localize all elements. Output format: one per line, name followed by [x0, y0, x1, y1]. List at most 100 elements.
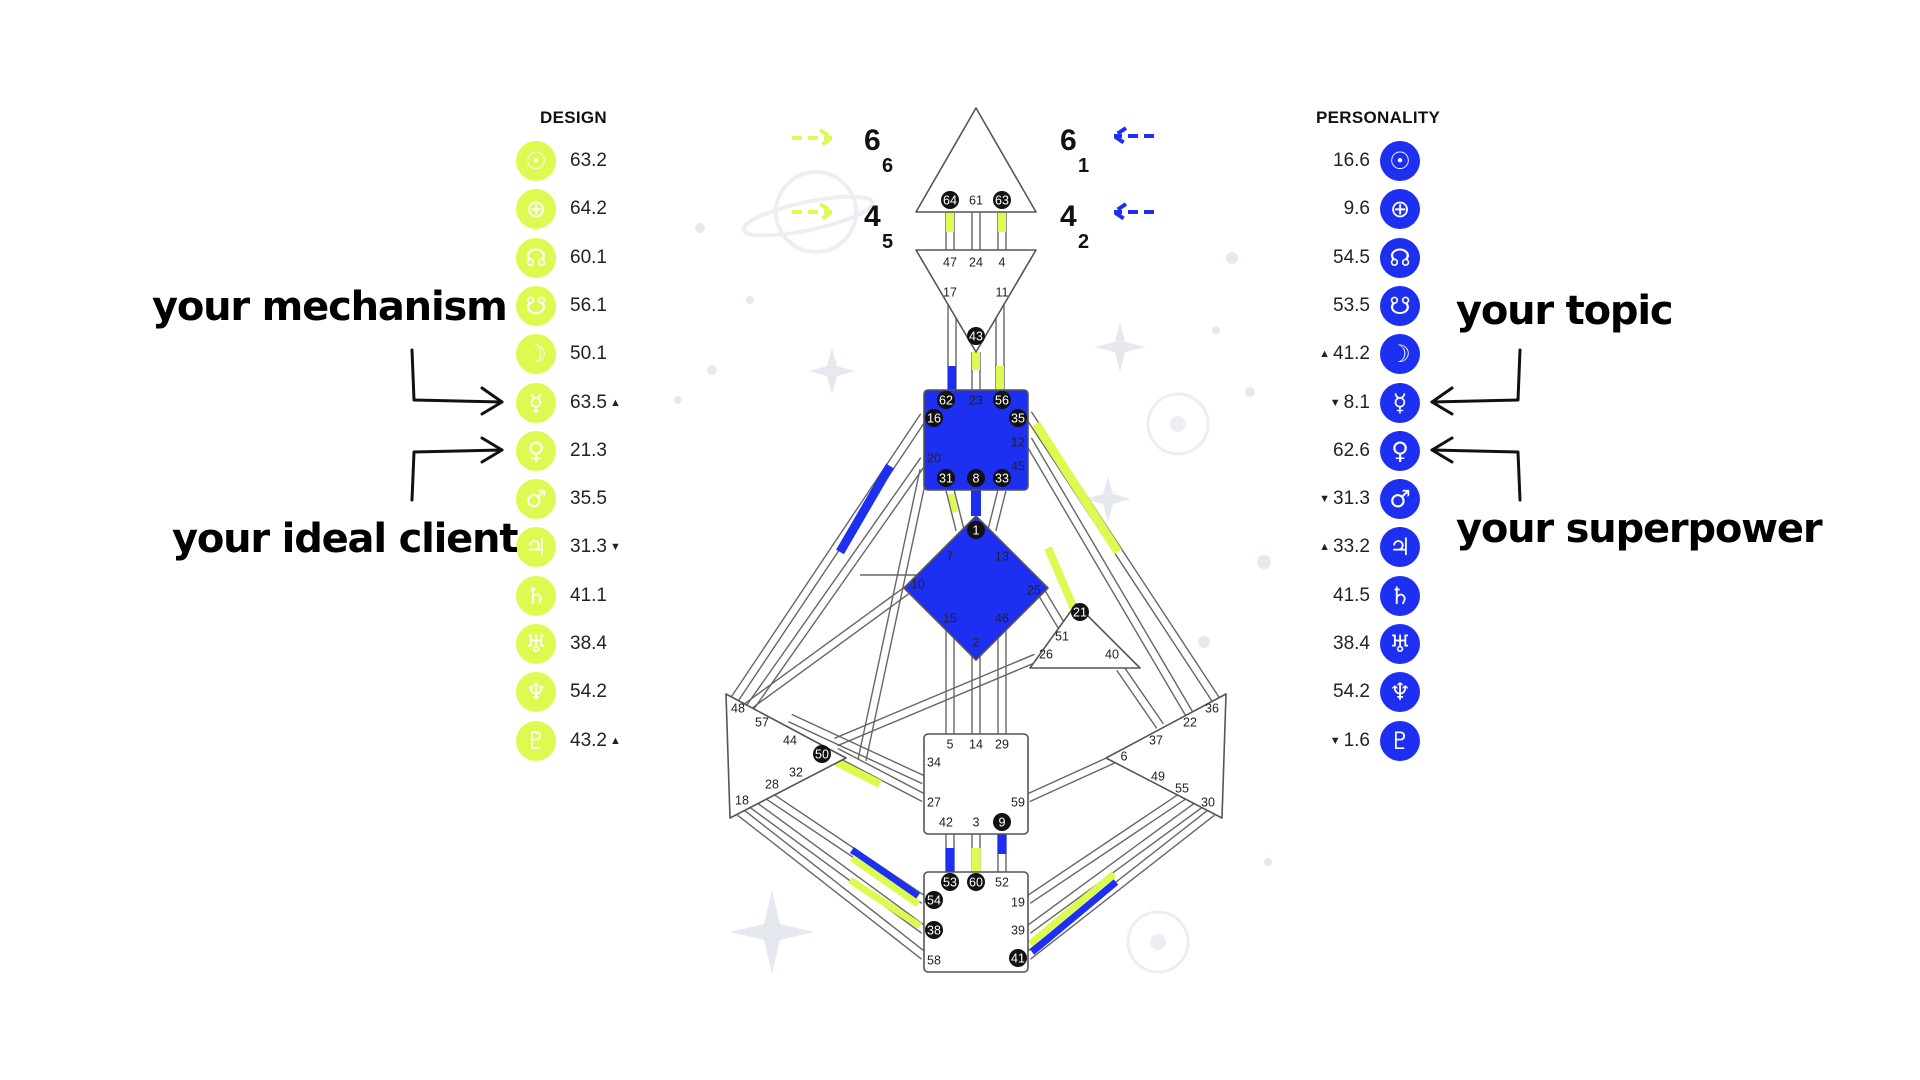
gate-line-value: 38.4 [1333, 633, 1370, 654]
gate-label: 9 [999, 816, 1006, 830]
channel-50-activation [834, 758, 882, 788]
gate-label: 35 [1011, 412, 1025, 426]
gate-line-value: 54.2 [570, 681, 607, 703]
callout-superpower: your superpower [1456, 506, 1823, 552]
gate-line-value: 63.5 [570, 391, 607, 413]
personality-row-south-node: 53.5 ☋ [1270, 285, 1420, 326]
gate-label: 22 [1183, 716, 1197, 730]
gate-line-value: 63.2 [570, 150, 607, 171]
gate-label: 23 [969, 394, 983, 408]
neptune-icon: ♆ [1380, 672, 1420, 713]
channel-16-48 [726, 413, 922, 705]
active-gate-marker [813, 745, 831, 763]
active-gate-marker [925, 891, 943, 909]
gate-label: 59 [1011, 796, 1025, 810]
earth-icon: ⊕ [1380, 189, 1420, 230]
gate-label: 63 [995, 194, 1009, 208]
gate-label: 49 [1151, 770, 1165, 784]
personality-bottom-arrow [1110, 202, 1154, 222]
gate-label: 51 [1055, 630, 1069, 644]
personality-row-pluto: ▼1.6♇ [1270, 720, 1420, 761]
channel-59-6 [1029, 761, 1118, 803]
venus-icon: ♀ [1380, 430, 1420, 471]
solar-plexus-center [1105, 693, 1227, 819]
gate-label: 39 [1011, 924, 1025, 938]
personality-row-sun: 16.6☉ [1270, 141, 1420, 181]
exaltation-mark: ▲ [609, 396, 621, 409]
gate-label: 50 [815, 748, 829, 762]
channel-54-activation-b [849, 855, 921, 907]
pluto-icon: ♇ [516, 720, 556, 761]
gate-label: 32 [789, 766, 803, 780]
channel-20-57 [746, 461, 928, 719]
gate-line-value: 21.3 [570, 439, 607, 461]
personality-row-mars: ▼31.3♂ [1270, 479, 1420, 520]
active-gate-marker [967, 327, 985, 345]
south-node-icon: ☋ [1380, 285, 1420, 326]
gate-label: 45 [1011, 460, 1025, 474]
gate-label: 30 [1201, 796, 1215, 810]
callout-ideal-client: your ideal client [172, 516, 518, 562]
gate-label: 62 [939, 394, 953, 408]
active-gate-marker [937, 469, 955, 487]
gate-line-value: 41.5 [1333, 584, 1370, 606]
design-row-venus: ♀21.3 [516, 430, 613, 471]
channel-59-6 [1026, 753, 1115, 795]
mars-icon: ♂ [1380, 479, 1420, 520]
channel-35-36 [1024, 415, 1218, 709]
design-row-north-node: ☊60.1 [516, 237, 613, 278]
gate-line-value: 31.3 [1333, 488, 1370, 510]
gate-label: 41 [1011, 952, 1025, 966]
gate-label: 1 [973, 524, 980, 538]
gate-line-value: 8.1 [1343, 391, 1370, 413]
gate-label: 60 [969, 876, 983, 890]
gate-label: 64 [943, 194, 957, 208]
gate-line-value: 53.5 [1333, 294, 1370, 316]
exaltation-mark: ▼ [609, 541, 621, 554]
personality-row-north-node: 54.5☊ [1270, 237, 1420, 278]
channel-50-27 [837, 747, 927, 796]
design-top-arrow [792, 128, 836, 148]
jupiter-icon: ♃ [516, 527, 556, 568]
gate-label: 42 [939, 816, 953, 830]
channel-54-activation [849, 847, 921, 899]
uranus-icon: ♅ [1380, 624, 1420, 664]
variable-design-bottom-digit: 4 [864, 200, 881, 233]
active-gate-marker [967, 469, 985, 487]
design-row-pluto: ♇43.2▲ [516, 720, 624, 761]
gate-line-value: 1.6 [1343, 729, 1370, 751]
gate-label: 43 [969, 330, 983, 344]
earth-icon: ⊕ [516, 189, 556, 230]
mars-icon: ♂ [516, 479, 556, 520]
gate-label: 31 [939, 472, 953, 486]
channel-57-34 [791, 713, 926, 778]
channel-12-22 [1030, 437, 1199, 721]
variable-design-top-sub: 6 [882, 155, 893, 177]
channel-41-activation-b [1027, 871, 1117, 947]
gate-label: 20 [927, 452, 941, 466]
variable-design-bottom-sub: 5 [882, 231, 893, 253]
channel-35-activation [1032, 421, 1122, 555]
pluto-icon: ♇ [1380, 720, 1420, 761]
channel-20-57 [740, 457, 922, 715]
jupiter-icon: ♃ [1380, 527, 1420, 568]
gate-label: 48 [731, 702, 745, 716]
active-gate-marker [937, 391, 955, 409]
personality-row-moon: ▲41.2☽ [1270, 334, 1420, 375]
active-gate-marker [925, 921, 943, 939]
gate-label: 28 [765, 778, 779, 792]
design-row-saturn: ♄41.1 [516, 575, 613, 616]
background-decoration [674, 170, 1272, 974]
gate-label: 56 [995, 394, 1009, 408]
gate-label: 54 [927, 894, 941, 908]
variable-design-top-digit: 6 [864, 124, 881, 157]
personality-top-arrow [1110, 126, 1154, 146]
channel-57-34 [788, 720, 923, 785]
sun-icon: ☉ [516, 141, 556, 181]
channel-20-34 [865, 470, 929, 761]
head-center [915, 107, 1037, 213]
channel-58-18 [742, 808, 927, 954]
gate-line-value: 9.6 [1343, 198, 1370, 220]
gate-line-value: 50.1 [570, 343, 607, 365]
channel-26-44 [837, 661, 1038, 747]
